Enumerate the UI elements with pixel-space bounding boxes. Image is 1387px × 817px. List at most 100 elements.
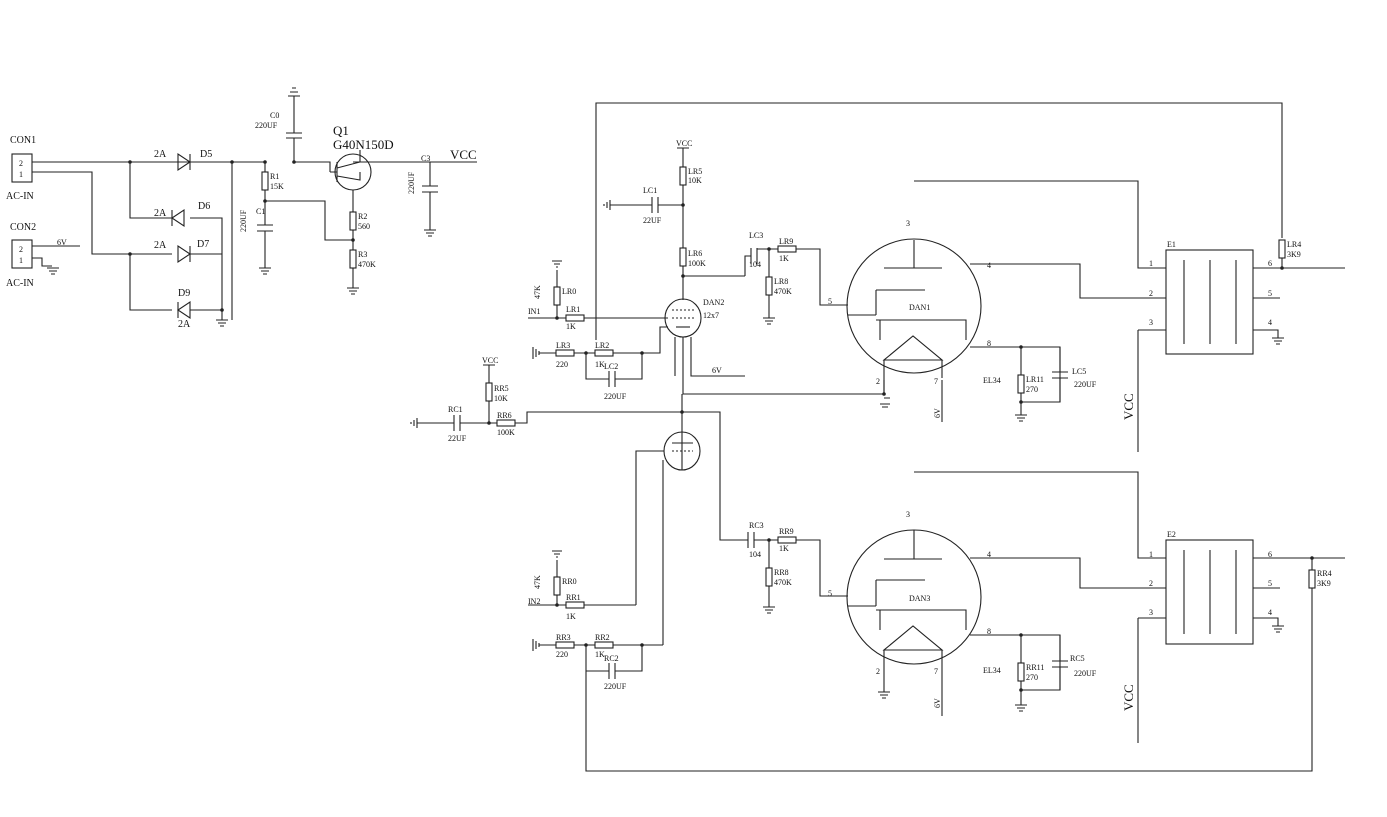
svg-text:2: 2 <box>19 159 23 168</box>
rr4-resistor: RR4 3K9 <box>1308 558 1332 589</box>
vcc-left-label: VCC <box>1121 393 1136 420</box>
svg-text:104: 104 <box>749 260 761 269</box>
svg-text:LR8: LR8 <box>774 277 788 286</box>
rc3-capacitor: RC3 104 <box>747 521 778 559</box>
svg-text:RC3: RC3 <box>749 521 764 530</box>
svg-text:470K: 470K <box>358 260 376 269</box>
svg-text:220: 220 <box>556 360 568 369</box>
c1-capacitor: C1 220UF <box>239 201 273 275</box>
preamp-junctions <box>487 203 685 647</box>
svg-text:2A: 2A <box>154 208 167 219</box>
svg-text:22UF: 22UF <box>448 434 467 443</box>
svg-text:4: 4 <box>1268 318 1272 327</box>
rr2-resistor: RR2 1K <box>585 588 1313 772</box>
svg-text:RR2: RR2 <box>595 633 610 642</box>
r3-resistor: R3 470K <box>347 249 376 295</box>
svg-text:2A: 2A <box>154 240 167 251</box>
svg-text:4: 4 <box>1268 608 1272 617</box>
svg-text:LR9: LR9 <box>779 237 793 246</box>
svg-text:220UF: 220UF <box>239 209 248 232</box>
svg-text:RR3: RR3 <box>556 633 571 642</box>
svg-text:22UF: 22UF <box>643 216 662 225</box>
svg-text:3K9: 3K9 <box>1287 250 1301 259</box>
svg-text:100K: 100K <box>688 259 706 268</box>
svg-text:1K: 1K <box>566 322 576 331</box>
svg-text:LR5: LR5 <box>688 167 702 176</box>
svg-text:3: 3 <box>1149 318 1153 327</box>
svg-text:C3: C3 <box>421 154 430 163</box>
in2-label: IN2 <box>528 597 540 606</box>
svg-text:1K: 1K <box>595 360 605 369</box>
svg-text:5: 5 <box>828 297 832 306</box>
svg-text:LR1: LR1 <box>566 305 580 314</box>
d6-diode: 2A D6 <box>154 201 210 228</box>
rc1-capacitor: RC1 22UF <box>410 405 497 443</box>
svg-text:2A: 2A <box>178 319 191 330</box>
svg-text:LC5: LC5 <box>1072 367 1086 376</box>
rr11-resistor: RR11 270 <box>1017 662 1044 682</box>
svg-text:LC3: LC3 <box>749 231 763 240</box>
svg-text:LR3: LR3 <box>556 341 570 350</box>
svg-text:D6: D6 <box>198 201 210 212</box>
svg-text:RR8: RR8 <box>774 568 789 577</box>
lc5-capacitor: LC5 220UF <box>1052 347 1097 402</box>
lr3-resistor: LR3 220 <box>555 341 595 369</box>
dan3-tube: DAN3 3 4 5 8 2 7 EL34 6V <box>828 471 1166 716</box>
svg-text:220: 220 <box>556 650 568 659</box>
left-output-stage: LC3 104 LR9 1K LR8 470K DAN1 3 4 5 8 2 7… <box>744 180 1345 452</box>
svg-text:1: 1 <box>19 170 23 179</box>
dan1-type-label: EL34 <box>983 376 1001 385</box>
d9-diode: D9 2A <box>177 288 191 330</box>
power-supply-section: 2 1 CON1 AC-IN 2 1 CON2 AC-IN 6V 2A D5 2… <box>6 87 477 330</box>
svg-text:LR4: LR4 <box>1287 240 1301 249</box>
lr9-resistor: LR9 1K <box>777 237 848 306</box>
dan3-heater-label: 6V <box>933 698 942 708</box>
svg-text:1K: 1K <box>595 650 605 659</box>
svg-text:D7: D7 <box>197 239 209 250</box>
rc5-capacitor: RC5 220UF <box>1052 635 1097 690</box>
dan3-type-label: EL34 <box>983 666 1001 675</box>
svg-text:R3: R3 <box>358 250 367 259</box>
svg-text:RC1: RC1 <box>448 405 463 414</box>
c3-capacitor: C3 220UF <box>407 154 438 237</box>
lc3-capacitor: LC3 104 <box>744 231 778 276</box>
svg-text:220UF: 220UF <box>604 682 627 691</box>
svg-text:47K: 47K <box>533 575 542 589</box>
svg-text:G40N150D: G40N150D <box>333 137 394 152</box>
svg-text:5: 5 <box>1268 289 1272 298</box>
rr6-resistor: RR6 100K <box>496 411 682 437</box>
svg-text:3: 3 <box>1149 608 1153 617</box>
svg-text:LR6: LR6 <box>688 249 702 258</box>
svg-text:RC2: RC2 <box>604 654 619 663</box>
svg-text:1K: 1K <box>779 254 789 263</box>
svg-text:C1: C1 <box>256 207 265 216</box>
rr1-resistor: RR1 1K <box>528 593 636 621</box>
vcc-right-label: VCC <box>1121 684 1136 711</box>
svg-text:2A: 2A <box>154 149 167 160</box>
svg-text:LC2: LC2 <box>604 362 618 371</box>
svg-text:5: 5 <box>828 589 832 598</box>
v6-label: 6V <box>57 238 67 247</box>
e1-transformer: E1 1 2 3 6 5 4 VCC <box>1121 240 1345 452</box>
svg-text:3: 3 <box>906 510 910 519</box>
left-output-junctions <box>767 247 1284 404</box>
preamp-section: VCC LR5 10K LC1 22UF LR6 100K DAN2 12x7 … <box>410 102 1313 772</box>
svg-text:Q1: Q1 <box>333 123 349 138</box>
svg-text:12x7: 12x7 <box>703 311 719 320</box>
svg-text:R1: R1 <box>270 172 279 181</box>
svg-text:LR2: LR2 <box>595 341 609 350</box>
r1-resistor: R1 15K <box>261 162 353 241</box>
q1-transistor: Q1 G40N150D <box>294 123 477 191</box>
svg-text:4: 4 <box>987 550 991 559</box>
svg-text:RR6: RR6 <box>497 411 512 420</box>
svg-text:6: 6 <box>1268 550 1272 559</box>
d5-diode: 2A D5 <box>154 149 212 172</box>
lr11-resistor: LR11 270 <box>1017 374 1044 394</box>
svg-text:2: 2 <box>876 377 880 386</box>
svg-text:DAN3: DAN3 <box>909 594 930 603</box>
heater-6v-label: 6V <box>712 366 722 375</box>
svg-text:8: 8 <box>987 339 991 348</box>
in1-label: IN1 <box>528 307 540 316</box>
rr5-resistor: RR5 10K <box>485 382 509 403</box>
svg-text:LR11: LR11 <box>1026 375 1044 384</box>
